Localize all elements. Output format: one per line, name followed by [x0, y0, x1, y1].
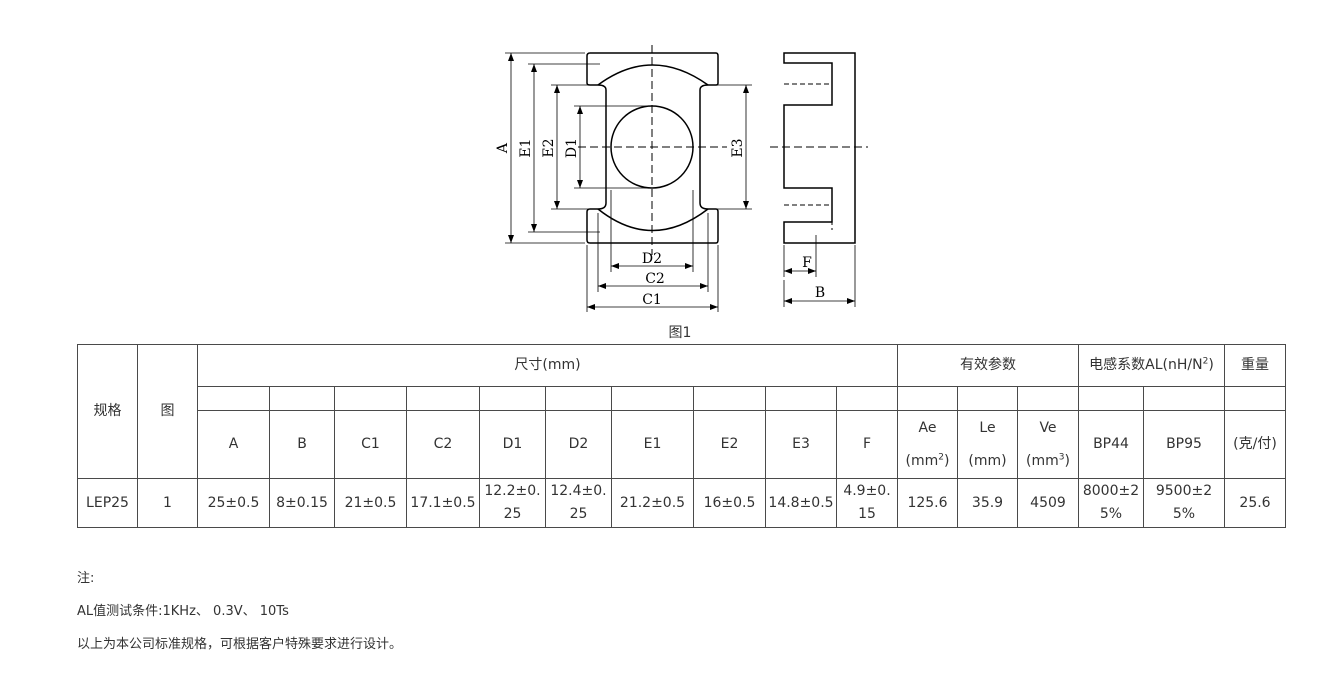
cell-f: 4.9±0.15 — [836, 478, 898, 528]
cell-bp95: 9500±25% — [1143, 478, 1225, 528]
col-b: B — [269, 410, 335, 479]
notes-title: 注: — [77, 571, 95, 586]
dim-label-e2: E2 — [541, 138, 557, 157]
cell-fig: 1 — [137, 478, 198, 528]
side-view-outline — [783, 52, 856, 244]
col-ae: Ae(mm2) — [897, 410, 958, 479]
header-spec: 规格 — [77, 344, 138, 479]
dim-label-b: B — [815, 285, 825, 301]
header-dimensions: 尺寸(mm) — [197, 344, 898, 387]
inner-cavity-top-arc — [597, 64, 709, 86]
col-f: F — [836, 410, 898, 479]
cell-d1: 12.2±0.25 — [479, 478, 546, 528]
dim-label-e3: E3 — [730, 138, 746, 157]
cell-a: 25±0.5 — [197, 478, 270, 528]
cell-bp44: 8000±25% — [1078, 478, 1144, 528]
cell-le: 35.9 — [957, 478, 1018, 528]
cell-ae: 125.6 — [897, 478, 958, 528]
figure-caption: 图1 — [668, 325, 692, 341]
inner-cavity-bottom-arc — [597, 208, 709, 232]
col-ve: Ve(mm3) — [1017, 410, 1079, 479]
cell-ve: 4509 — [1017, 478, 1079, 528]
col-bp44: BP44 — [1078, 410, 1144, 479]
cell-e1: 21.2±0.5 — [611, 478, 694, 528]
header-effective-params: 有效参数 — [897, 344, 1079, 387]
header-al: 电感系数AL(nH/N2) — [1078, 344, 1225, 387]
col-d2: D2 — [545, 410, 612, 479]
col-bp95: BP95 — [1143, 410, 1225, 479]
col-a: A — [197, 410, 270, 479]
dim-label-f: F — [802, 255, 812, 271]
cell-e3: 14.8±0.5 — [765, 478, 837, 528]
cell-c1: 21±0.5 — [334, 478, 407, 528]
col-e3: E3 — [765, 410, 837, 479]
dim-label-d2: D2 — [642, 251, 662, 267]
col-c2: C2 — [406, 410, 480, 479]
dim-label-d1: D1 — [564, 138, 580, 158]
cell-b: 8±0.15 — [269, 478, 335, 528]
cell-d2: 12.4±0.25 — [545, 478, 612, 528]
col-weight-unit: (克/付) — [1224, 410, 1286, 479]
cell-weight: 25.6 — [1224, 478, 1286, 528]
header-fig: 图 — [137, 344, 198, 479]
cell-spec: LEP25 — [77, 478, 138, 528]
col-c1: C1 — [334, 410, 407, 479]
cell-e2: 16±0.5 — [693, 478, 766, 528]
notes-condition: AL值测试条件:1KHz、 0.3V、 10Ts — [77, 604, 289, 619]
table-row: LEP25 1 25±0.5 8±0.15 21±0.5 17.1±0.5 12… — [77, 478, 1286, 528]
header-weight: 重量 — [1224, 344, 1286, 387]
dim-label-a: A — [495, 142, 511, 154]
col-e1: E1 — [611, 410, 694, 479]
dim-label-c2: C2 — [645, 271, 665, 287]
col-d1: D1 — [479, 410, 546, 479]
dim-label-e1: E1 — [518, 138, 534, 157]
spec-table: 规格 图 尺寸(mm) 有效参数 电感系数AL(nH/N2) 重量 A B C1… — [77, 344, 1286, 528]
cell-c2: 17.1±0.5 — [406, 478, 480, 528]
dim-label-c1: C1 — [642, 292, 662, 308]
notes-remark: 以上为本公司标准规格，可根据客户特殊要求进行设计。 — [77, 637, 403, 652]
col-e2: E2 — [693, 410, 766, 479]
col-le: Le(mm) — [957, 410, 1018, 479]
core-drawing: A E1 E2 D1 E3 D2 C2 C1 F B — [495, 45, 868, 312]
